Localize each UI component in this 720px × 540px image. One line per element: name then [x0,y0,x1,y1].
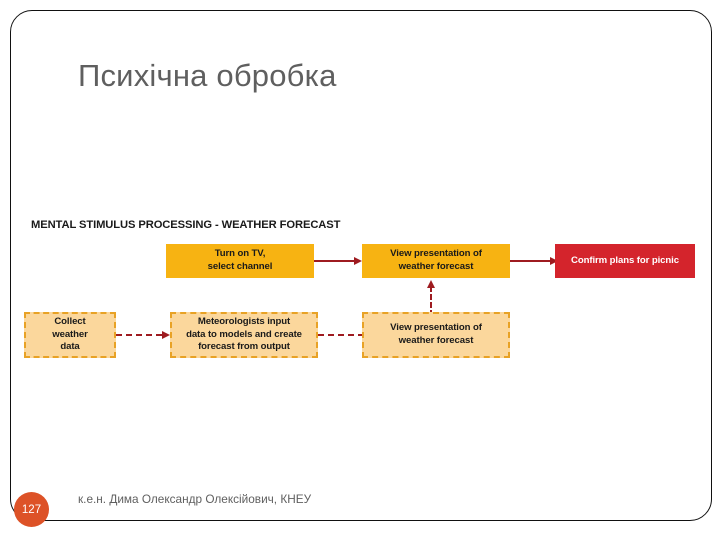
page-title: Психічна обробка [78,58,337,93]
arrow-bottom-view-to-top-view [424,280,438,316]
node-label: Confirm plans for picnic [571,254,679,266]
footer-author-text: к.е.н. Дима Олександр Олексійович, КНЕУ [78,492,312,506]
arrow-shaft [318,334,364,336]
arrow-shaft [430,286,432,316]
arrow-collect-to-models [116,328,170,342]
arrow-shaft [314,260,356,262]
arrow-view-to-confirm [510,254,558,268]
arrow-head-icon [354,257,362,265]
arrow-shaft [116,334,162,336]
diagram-heading: MENTAL STIMULUS PROCESSING - WEATHER FOR… [31,219,341,231]
node-turn-on-tv[interactable]: Turn on TV,select channel [166,244,314,278]
slide-number-badge: 127 [14,492,49,527]
arrow-head-icon [427,280,435,288]
arrow-tv-to-view [314,254,362,268]
arrow-shaft [510,260,552,262]
arrow-head-icon [550,257,558,265]
node-confirm-plans[interactable]: Confirm plans for picnic [555,244,695,278]
arrow-head-icon [162,331,170,339]
node-label: Turn on TV,select channel [207,248,273,272]
